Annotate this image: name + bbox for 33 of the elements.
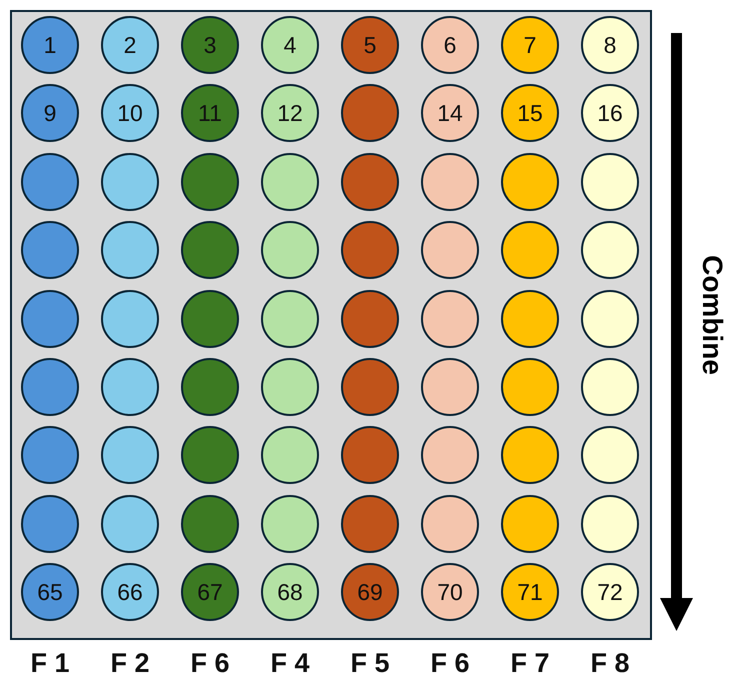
well-number: 4 (284, 32, 296, 58)
column-label: F 6 (429, 648, 470, 679)
direction-label: Combine (696, 255, 728, 375)
well-number: 15 (517, 100, 543, 127)
well-number: 2 (124, 32, 136, 58)
well-number: 69 (357, 578, 383, 606)
well-number: 9 (44, 100, 56, 127)
well-number: 10 (117, 100, 143, 127)
well-number: 72 (597, 578, 623, 606)
well-number: 5 (364, 32, 376, 58)
well-number: 66 (117, 578, 143, 606)
well-number: 11 (198, 100, 222, 127)
well-number: 6 (444, 32, 456, 58)
column-label: F 8 (589, 648, 630, 679)
column-label: F 4 (269, 648, 310, 679)
well-plate (10, 10, 652, 640)
well-number: 7 (524, 32, 536, 58)
column-label: F 5 (349, 648, 390, 679)
well-number: 1 (44, 32, 56, 58)
column-label: F 7 (509, 648, 550, 679)
well-number: 67 (197, 578, 223, 606)
well-number: 8 (604, 32, 616, 58)
column-label: F 6 (189, 648, 230, 679)
well-number: 16 (597, 100, 623, 127)
column-label: F 1 (29, 648, 70, 679)
column-label: F 2 (109, 648, 150, 679)
well-number: 71 (517, 578, 543, 606)
well-number: 65 (37, 578, 63, 606)
well-number: 12 (277, 100, 303, 127)
well-number: 68 (277, 578, 303, 606)
well-number: 14 (437, 100, 463, 127)
well-number: 3 (204, 32, 216, 58)
well-number: 70 (437, 578, 463, 606)
